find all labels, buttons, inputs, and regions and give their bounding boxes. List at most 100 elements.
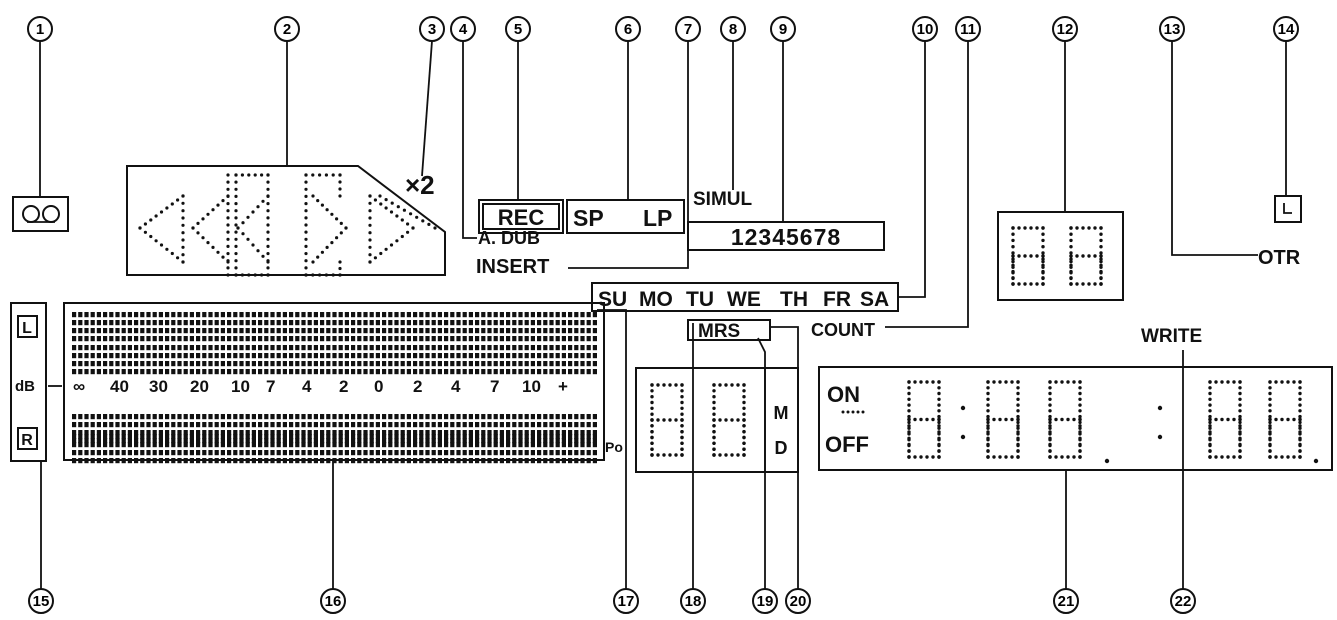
clock-icon [1274, 195, 1302, 223]
scale-inf: ∞ [73, 377, 85, 396]
day-tu: TU [686, 288, 714, 311]
callout-11: 11 [955, 16, 981, 42]
callout-16-label: 16 [325, 593, 342, 610]
scale-4b: 4 [451, 377, 461, 396]
a-dub-label: A. DUB [478, 228, 540, 248]
scale-7: 7 [266, 377, 275, 396]
callout-20-label: 20 [790, 593, 807, 610]
speed-x2-label: ×2 [405, 170, 435, 200]
callout-21-label: 21 [1058, 593, 1075, 610]
mrs-indicator: MRS [687, 319, 771, 342]
callout-16: 16 [320, 588, 346, 614]
callout-4: 4 [450, 16, 476, 42]
level-r-label: R [21, 432, 33, 449]
callout-7: 7 [675, 16, 701, 42]
tape-speed-indicator: SP LP [566, 199, 685, 234]
callout-11-label: 11 [960, 21, 976, 38]
callout-21: 21 [1053, 588, 1079, 614]
lp-label: LP [643, 205, 672, 231]
callout-15: 15 [28, 588, 54, 614]
simul-label: SIMUL [693, 189, 753, 210]
count-label: COUNT [811, 320, 875, 340]
channel-number-row: 12345678 [687, 221, 885, 251]
channel-digits-dots [1011, 226, 1103, 286]
callout-9-label: 9 [779, 21, 787, 38]
day-we: WE [727, 288, 761, 311]
callout-13-label: 13 [1164, 21, 1181, 38]
scale-10b: 10 [522, 377, 541, 396]
callout-8: 8 [720, 16, 746, 42]
callout-1-label: 1 [36, 21, 44, 38]
program-digit-display: M D [635, 367, 799, 473]
sp-label: SP [573, 205, 604, 231]
on-underline-dots [841, 410, 865, 414]
callout-4-label: 4 [459, 21, 468, 38]
on-label: ON [827, 382, 860, 407]
callout-19-label: 19 [757, 593, 774, 610]
day-fr: FR [823, 288, 851, 311]
po-label: Po [605, 439, 623, 455]
callout-17-label: 17 [618, 593, 635, 610]
d-label: D [775, 438, 788, 458]
callout-5: 5 [505, 16, 531, 42]
otr-label: OTR [1258, 247, 1301, 269]
callout-22: 22 [1170, 588, 1196, 614]
scale-plus: + [558, 377, 568, 396]
timer-digits-dots [907, 380, 1319, 464]
day-su: SU [598, 288, 627, 311]
off-label: OFF [825, 432, 869, 457]
callout-8-label: 8 [729, 21, 737, 38]
day-of-week-row: SU MO TU WE TH FR SA [591, 282, 899, 312]
callout-15-label: 15 [33, 593, 50, 610]
channel-digit-display [997, 211, 1124, 301]
callout-18: 18 [680, 588, 706, 614]
callout-1: 1 [27, 16, 53, 42]
callout-19: 19 [752, 588, 778, 614]
level-meter: ∞ 40 30 20 10 7 4 2 0 2 4 7 10 + [48, 302, 605, 464]
scale-30: 30 [149, 377, 168, 396]
callout-group-top: 1 2 3 4 5 6 7 8 9 10 11 12 13 14 [27, 16, 1299, 42]
mrs-label: MRS [698, 321, 740, 342]
callout-6-label: 6 [624, 21, 632, 38]
scale-20: 20 [190, 377, 209, 396]
timer-display: ON OFF [818, 366, 1333, 471]
scale-40: 40 [110, 377, 129, 396]
leader-lines [39, 40, 1287, 589]
callout-group-bottom: 15 16 17 18 19 20 21 22 [28, 588, 1196, 614]
callout-18-label: 18 [685, 593, 702, 610]
callout-2-label: 2 [283, 21, 291, 38]
callout-12: 12 [1052, 16, 1078, 42]
m-label: M [774, 403, 789, 423]
callout-14-label: 14 [1278, 21, 1295, 38]
callout-22-label: 22 [1175, 593, 1192, 610]
day-sa: SA [860, 288, 889, 311]
scale-7b: 7 [490, 377, 499, 396]
callout-3: 3 [419, 16, 445, 42]
write-label: WRITE [1141, 326, 1202, 347]
scale-2b: 2 [413, 377, 422, 396]
callout-7-label: 7 [684, 21, 692, 38]
rec-indicator: REC [478, 199, 564, 234]
callout-14: 14 [1273, 16, 1299, 42]
scale-4: 4 [302, 377, 312, 396]
callout-12-label: 12 [1057, 21, 1074, 38]
level-meter-bars [72, 312, 597, 464]
transport-arrows-panel [126, 165, 446, 277]
callout-9: 9 [770, 16, 796, 42]
callout-2: 2 [274, 16, 300, 42]
callout-10-label: 10 [917, 21, 934, 38]
callout-20: 20 [785, 588, 811, 614]
channel-numbers: 12345678 [731, 224, 841, 250]
callout-5-label: 5 [514, 21, 522, 38]
callout-13: 13 [1159, 16, 1185, 42]
scale-10: 10 [231, 377, 250, 396]
callout-3-label: 3 [428, 21, 436, 38]
transport-arrow-dots [138, 173, 437, 277]
callout-10: 10 [912, 16, 938, 42]
day-mo: MO [639, 288, 673, 311]
program-digits-dots [650, 383, 746, 457]
rec-label: REC [498, 205, 545, 230]
cassette-icon [12, 196, 69, 232]
day-th: TH [780, 288, 808, 311]
